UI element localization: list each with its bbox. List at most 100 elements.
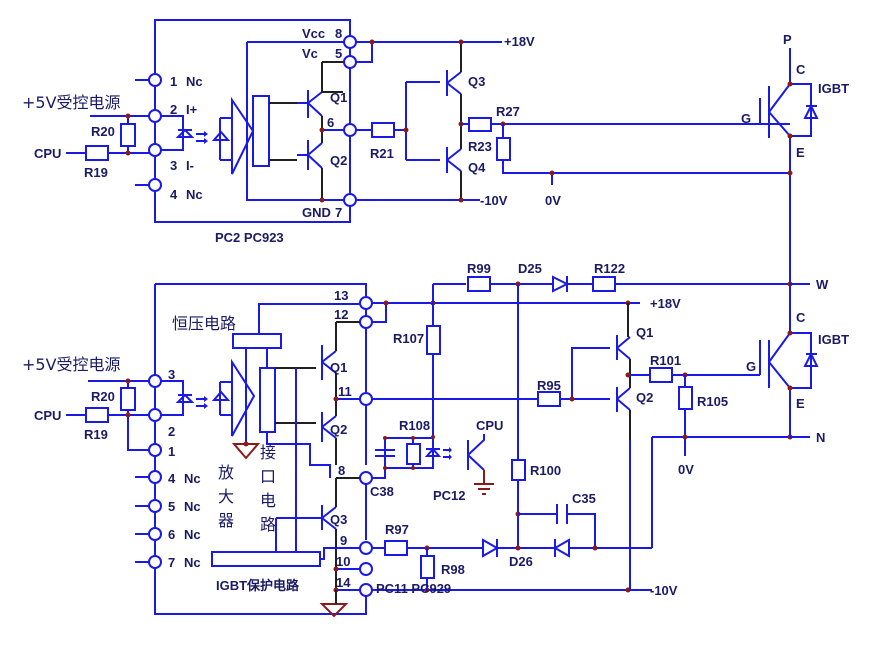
r99-resistor (467, 276, 491, 292)
r98-resistor (420, 555, 435, 579)
amp-label-vertical: 放大器 (218, 463, 234, 530)
r107-label: R107 (393, 331, 424, 346)
r97-resistor (384, 540, 408, 556)
r105-resistor (678, 386, 693, 410)
q3-label: Q3 (468, 74, 485, 89)
pc923-inner-rails (246, 41, 344, 201)
q1-b-label: Q1 (330, 360, 347, 375)
r99-label: R99 (467, 261, 491, 276)
top-supply-label: +5V受控电源 (22, 93, 121, 112)
bottom-cpu-label: CPU (34, 408, 61, 423)
pc12-phototransistor (467, 434, 485, 471)
pc923-ic-label: PC2 PC923 (215, 230, 284, 245)
out-q2-label: Q2 (636, 390, 653, 405)
bottom-pos-rail (372, 302, 640, 323)
r23-wires (502, 124, 790, 185)
pin-8-name: Vcc (302, 26, 325, 41)
r101-resistor (649, 367, 673, 383)
r108-label: R108 (399, 418, 430, 433)
pin-8-num: 8 (335, 26, 342, 41)
pin-4-name: Nc (184, 471, 201, 486)
top-driver-circuit: +5V受控电源 CPU R20 R19 1 Nc 2 I+ 3 I- 4 Nc … (22, 19, 849, 290)
pin-12 (359, 315, 373, 329)
r98-label: R98 (441, 562, 465, 577)
top-rail-zero-label: 0V (545, 193, 561, 208)
pin-2-label: 2 (168, 424, 175, 439)
r122-resistor (592, 276, 616, 292)
pc12-cpu-label: CPU (476, 418, 503, 433)
r95-label: R95 (537, 378, 561, 393)
regulator-block (232, 333, 282, 349)
pin-1-label: 1 (168, 444, 175, 459)
iface-vert-char: 路 (260, 515, 276, 534)
photodiode-b-icon (211, 381, 232, 416)
pin-1-name: Nc (186, 74, 203, 89)
pc923-input-wires (90, 79, 184, 186)
r105-label: R105 (697, 394, 728, 409)
top-rail-pos-label: +18V (504, 34, 535, 49)
r100-label: R100 (530, 463, 561, 478)
top-igbt-e-label: E (796, 145, 805, 160)
bottom-rail-zero-label: 0V (678, 462, 694, 477)
pin-10 (359, 562, 373, 576)
c38-capacitor (375, 449, 395, 457)
out-q1-label: Q1 (636, 325, 653, 340)
node-n-label: N (816, 430, 825, 445)
pin-5 (343, 55, 357, 69)
iface-vert-char: 电 (260, 491, 276, 510)
node-w-label: W (816, 277, 829, 292)
r21-resistor (371, 122, 395, 138)
out-q1-q2-transistors (616, 335, 631, 412)
r20b-label: R20 (91, 389, 115, 404)
optical-coupling-arrows-icon (196, 131, 208, 144)
r108-resistor (406, 443, 421, 465)
pin-2-name: I+ (186, 102, 198, 117)
q3-b-transistor (275, 505, 337, 552)
pin-3-num: 3 (170, 158, 177, 173)
pin-14 (359, 583, 373, 597)
top-igbt-label: IGBT (818, 81, 849, 96)
pin-4-num: 4 (170, 187, 178, 202)
pin-7 (343, 193, 357, 207)
pin-7-label: 7 (168, 555, 175, 570)
r19b-resistor (85, 407, 109, 423)
pin-5 (148, 499, 162, 513)
r27-label: R27 (496, 104, 520, 119)
pin-5-label: 5 (168, 499, 175, 514)
r122-label: R122 (594, 261, 625, 276)
q1-q2-base-wires (269, 102, 297, 161)
q1-label: Q1 (330, 90, 347, 105)
amp-vert-char: 器 (218, 511, 234, 530)
pc12-led-icon (424, 447, 442, 457)
led-b-icon (175, 393, 195, 403)
c35-label: C35 (572, 491, 596, 506)
pin-8 (343, 35, 357, 49)
pin-8-label: 8 (338, 463, 345, 478)
pin-1 (148, 443, 162, 457)
top-igbt-c-label: C (796, 62, 806, 77)
pin-7 (148, 555, 162, 569)
r95-resistor (537, 391, 561, 407)
q1-q2-b-transistors (321, 345, 337, 442)
d25-diode (552, 275, 570, 293)
bottom-supply-label: +5V受控电源 (22, 355, 121, 374)
pin-3-name: I- (186, 158, 194, 173)
r23-label: R23 (468, 139, 492, 154)
r101-label: R101 (650, 353, 681, 368)
pin-9-label: 9 (340, 533, 347, 548)
top-rail-neg-label: -10V (480, 193, 508, 208)
pin-6-num: 6 (327, 115, 334, 130)
bottom-igbt-e-label: E (796, 396, 805, 411)
q2-b-label: Q2 (330, 422, 347, 437)
photodiode-icon (211, 117, 232, 161)
pin-5-name: Vc (302, 46, 318, 61)
pin-13 (359, 296, 373, 310)
r19b-label: R19 (84, 427, 108, 442)
pin-6 (148, 527, 162, 541)
c38-label: C38 (370, 484, 394, 499)
pin-4 (148, 470, 162, 484)
vcc-rail-wire (356, 41, 490, 63)
pin-13-label: 13 (334, 288, 348, 303)
q3-b-label: Q3 (330, 512, 347, 527)
